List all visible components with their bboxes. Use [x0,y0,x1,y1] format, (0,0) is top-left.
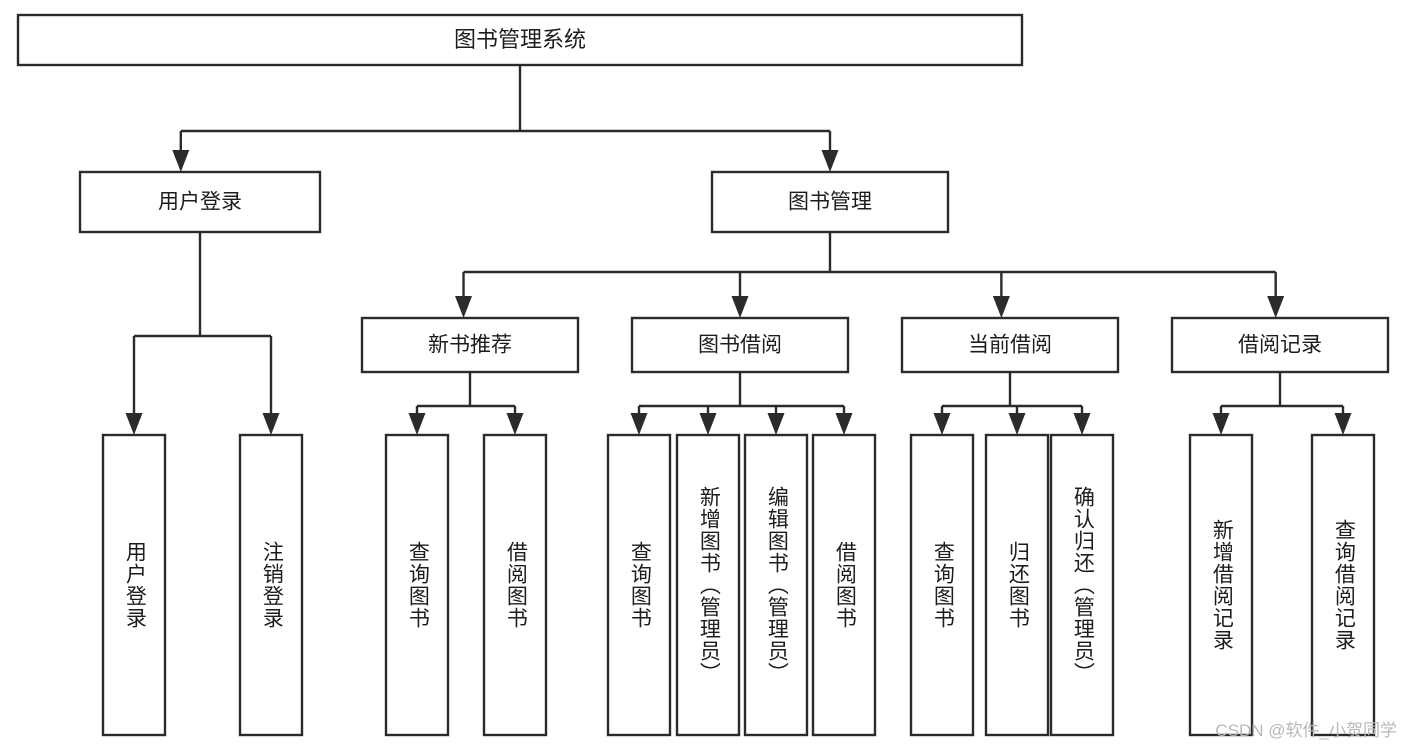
node-box[interactable] [710,170,950,234]
arrow-head-icon [262,413,280,435]
node-box[interactable] [482,433,548,737]
node-编辑图书管理员-l4[interactable] [743,433,809,737]
node-借阅图书-l4[interactable] [811,433,877,737]
node-box[interactable] [909,433,975,737]
node-box[interactable] [900,316,1120,374]
arrow-head-icon [506,413,524,435]
arrow-head-icon [731,296,749,318]
arrow-head-icon [835,413,853,435]
node-box[interactable] [1310,433,1376,737]
node-图书管理-l2[interactable]: 图书管理 [710,170,950,234]
edge-group-图书借阅 [630,372,853,435]
node-查询图书-l4[interactable] [909,433,975,737]
node-当前借阅-l3[interactable]: 当前借阅 [900,316,1120,374]
node-box[interactable] [675,433,741,737]
node-box[interactable] [16,13,1024,67]
node-图书借阅-l3[interactable]: 图书借阅 [630,316,850,374]
node-用户登录-l2[interactable]: 用户登录 [78,170,322,234]
node-box[interactable] [743,433,809,737]
node-查询图书-l4[interactable] [384,433,450,737]
arrow-head-icon [1008,413,1026,435]
node-box[interactable] [984,433,1050,737]
arrow-head-icon [1073,413,1091,435]
node-box[interactable] [630,316,850,374]
node-box[interactable] [238,433,304,737]
node-label: 图书借阅 [698,334,782,357]
arrow-head-icon [933,413,951,435]
node-确认归还管理员-l4[interactable] [1049,433,1115,737]
arrow-head-icon [699,413,717,435]
arrow-head-icon [630,413,648,435]
node-box[interactable] [78,170,322,234]
node-用户登录-l4[interactable] [101,433,167,737]
node-查询图书-l4[interactable] [606,433,672,737]
node-box[interactable] [360,316,580,374]
node-查询借阅记录-l4[interactable] [1310,433,1376,737]
arrow-head-icon [992,296,1010,318]
edges-layer [125,65,1352,435]
arrow-head-icon [1212,413,1230,435]
node-box[interactable] [101,433,167,737]
node-归还图书-l4[interactable] [984,433,1050,737]
arrow-head-icon [408,413,426,435]
arrow-head-icon [821,150,839,172]
node-box[interactable] [811,433,877,737]
node-新增图书管理员-l4[interactable] [675,433,741,737]
node-新增借阅记录-l4[interactable] [1188,433,1254,737]
node-label: 新书推荐 [428,334,512,357]
node-box[interactable] [1188,433,1254,737]
node-label: 图书管理 [788,191,872,214]
node-图书管理系统-l1[interactable]: 图书管理系统 [16,13,1024,67]
arrow-head-icon [125,413,143,435]
arrow-head-icon [455,296,473,318]
edge-group-借阅记录 [1212,372,1352,435]
node-借阅记录-l3[interactable]: 借阅记录 [1170,316,1390,374]
edge-group-图书管理 [455,232,1285,318]
arrow-head-icon [1267,296,1285,318]
node-box[interactable] [1049,433,1115,737]
node-box[interactable] [384,433,450,737]
node-label: 当前借阅 [968,334,1052,357]
node-label: 借阅记录 [1238,334,1322,357]
edge-group-用户登录 [125,232,280,435]
edge-group-图书管理系统 [172,65,839,172]
watermark-text: CSDN @软件_小贺同学 [1215,721,1397,740]
arrow-head-icon [172,150,190,172]
node-借阅图书-l4[interactable] [482,433,548,737]
arrow-head-icon [1334,413,1352,435]
node-box[interactable] [1170,316,1390,374]
edge-group-当前借阅 [933,372,1091,435]
node-label: 图书管理系统 [454,27,586,52]
arrow-head-icon [767,413,785,435]
edge-group-新书推荐 [408,372,524,435]
node-注销登录-l4[interactable] [238,433,304,737]
node-新书推荐-l3[interactable]: 新书推荐 [360,316,580,374]
node-label: 用户登录 [158,191,242,214]
node-box[interactable] [606,433,672,737]
